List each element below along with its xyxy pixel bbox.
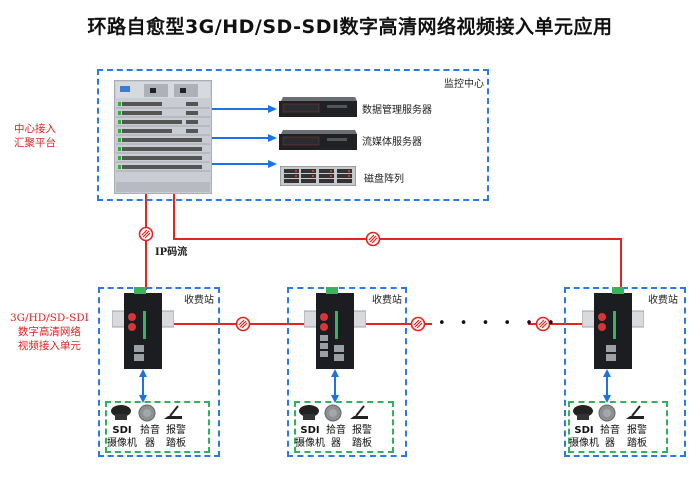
sdi-camera-icon [572, 404, 594, 422]
diagram-title: 环路自愈型3G/HD/SD-SDI数字高清网络视频接入单元应用 [87, 16, 613, 38]
device-label-line2: 踏板 [166, 438, 186, 449]
fiber-symbol-icon [535, 316, 551, 332]
device-label-line1: 拾音 [326, 425, 346, 436]
station-label: 收费站 [184, 295, 214, 306]
device-label-camera: SDI 摄像机 [295, 424, 325, 450]
alarm-pedal-icon [162, 404, 184, 422]
center-access-line1: 中心接入 [14, 123, 56, 135]
rack-server-icon [279, 130, 357, 150]
device-label-line2: 踏板 [627, 438, 647, 449]
device-label-line1: SDI [300, 425, 320, 436]
device-label-line2: 踏板 [352, 438, 372, 449]
station-label: 收费站 [648, 295, 678, 306]
access-unit-line2: 数字高清网络 [17, 326, 81, 338]
data-management-server-label: 数据管理服务器 [362, 105, 432, 116]
device-label-line1: SDI [574, 425, 594, 436]
fiber-symbol-icon [410, 316, 426, 332]
device-label-line1: 拾音 [140, 425, 160, 436]
access-unit-line1: 3G/HD/SD-SDI [10, 312, 89, 324]
monitor-center-region [97, 69, 489, 201]
disk-array-icon [279, 165, 357, 187]
bidirectional-arrow-icon [139, 369, 147, 403]
monitor-center-label: 监控中心 [444, 79, 484, 90]
device-label-line2: 器 [605, 438, 615, 449]
microphone-pickup-icon [324, 404, 342, 422]
link-arrows [212, 105, 277, 168]
video-access-unit-icon [111, 287, 175, 369]
device-label-line2: 摄像机 [569, 438, 599, 449]
terminal-devices-group [105, 401, 210, 453]
device-label-pedal: 报警踏板 [349, 424, 375, 450]
streaming-server-label: 流媒体服务器 [362, 137, 422, 148]
access-unit-line3: 视频接入单元 [17, 340, 81, 352]
alarm-pedal-icon [624, 404, 646, 422]
chassis-switch-icon [113, 79, 213, 195]
device-label-line2: 摄像机 [295, 438, 325, 449]
ip-stream-label: IP码流 [155, 247, 188, 258]
terminal-devices-group [568, 401, 668, 453]
more-stations-ellipsis: • • • • • • [438, 316, 560, 331]
sdi-camera-icon [298, 404, 320, 422]
bidirectional-arrow-icon [331, 369, 339, 403]
bidirectional-arrow-icon [603, 369, 611, 403]
station-label: 收费站 [372, 295, 402, 306]
fiber-symbol-icon [138, 226, 154, 242]
station-region [564, 287, 686, 457]
microphone-pickup-icon [598, 404, 616, 422]
arrow-head-icon [268, 105, 277, 113]
arrow-head-icon [268, 134, 277, 142]
device-label-pedal: 报警踏板 [624, 424, 650, 450]
station-region [98, 287, 220, 457]
center-access-line2: 汇聚平台 [14, 137, 56, 149]
device-label-line1: 拾音 [600, 425, 620, 436]
device-label-pickup: 拾音器 [325, 424, 347, 450]
alarm-pedal-icon [348, 404, 370, 422]
video-access-unit-icon [303, 287, 367, 369]
device-label-line2: 摄像机 [107, 438, 137, 449]
station-region [287, 287, 407, 457]
access-unit-label: 3G/HD/SD-SDI 数字高清网络 视频接入单元 [10, 311, 89, 353]
device-label-pickup: 拾音器 [139, 424, 161, 450]
rack-server-icon [279, 97, 357, 117]
fiber-symbol-icon [365, 231, 381, 247]
device-label-camera: SDI 摄像机 [107, 424, 137, 450]
fiber-link-switch-station3 [173, 192, 622, 290]
disk-array-label: 磁盘阵列 [364, 174, 404, 185]
device-label-pedal: 报警踏板 [163, 424, 189, 450]
device-label-line2: 器 [331, 438, 341, 449]
fiber-symbol-icon [235, 316, 251, 332]
device-label-line1: 报警 [627, 425, 647, 436]
device-label-line1: SDI [112, 425, 132, 436]
device-label-line1: 报警 [166, 425, 186, 436]
terminal-devices-group [294, 401, 394, 453]
device-label-camera: SDI 摄像机 [569, 424, 599, 450]
center-access-label: 中心接入 汇聚平台 [14, 122, 56, 150]
arrow-head-icon [268, 160, 277, 168]
device-label-pickup: 拾音器 [599, 424, 621, 450]
microphone-pickup-icon [138, 404, 156, 422]
device-label-line1: 报警 [352, 425, 372, 436]
video-access-unit-icon [581, 287, 645, 369]
device-label-line2: 器 [145, 438, 155, 449]
sdi-camera-icon [110, 404, 132, 422]
